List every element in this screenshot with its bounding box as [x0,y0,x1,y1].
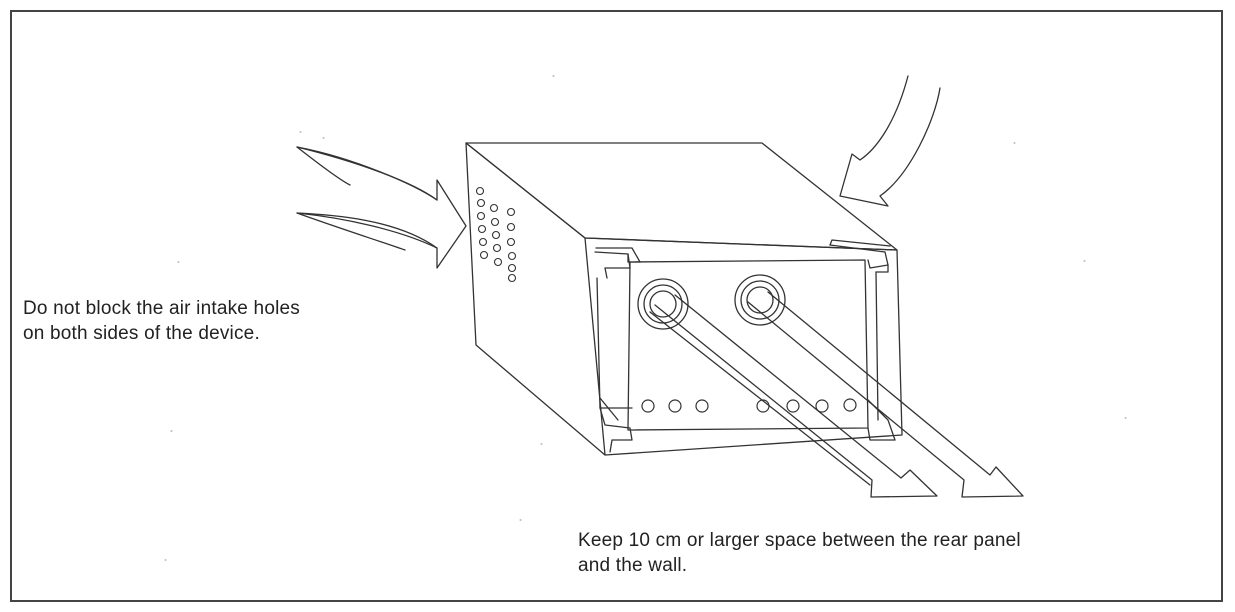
side-air-intake-holes [475,186,517,283]
air-intake-warning-caption: Do not block the air intake holes on bot… [23,298,300,344]
rear-panel-holes [641,398,857,413]
rear-clearance-caption: Keep 10 cm or larger space between the r… [578,530,1021,576]
rear-panel [594,239,896,453]
device-body [465,142,903,456]
top-intake-arrow [839,75,941,207]
rear-exhaust-arrows [649,291,1024,498]
diagram-frame [10,10,1223,602]
rear-connectors [637,274,786,330]
scan-specks [164,75,1127,561]
left-intake-arrow [296,146,467,269]
